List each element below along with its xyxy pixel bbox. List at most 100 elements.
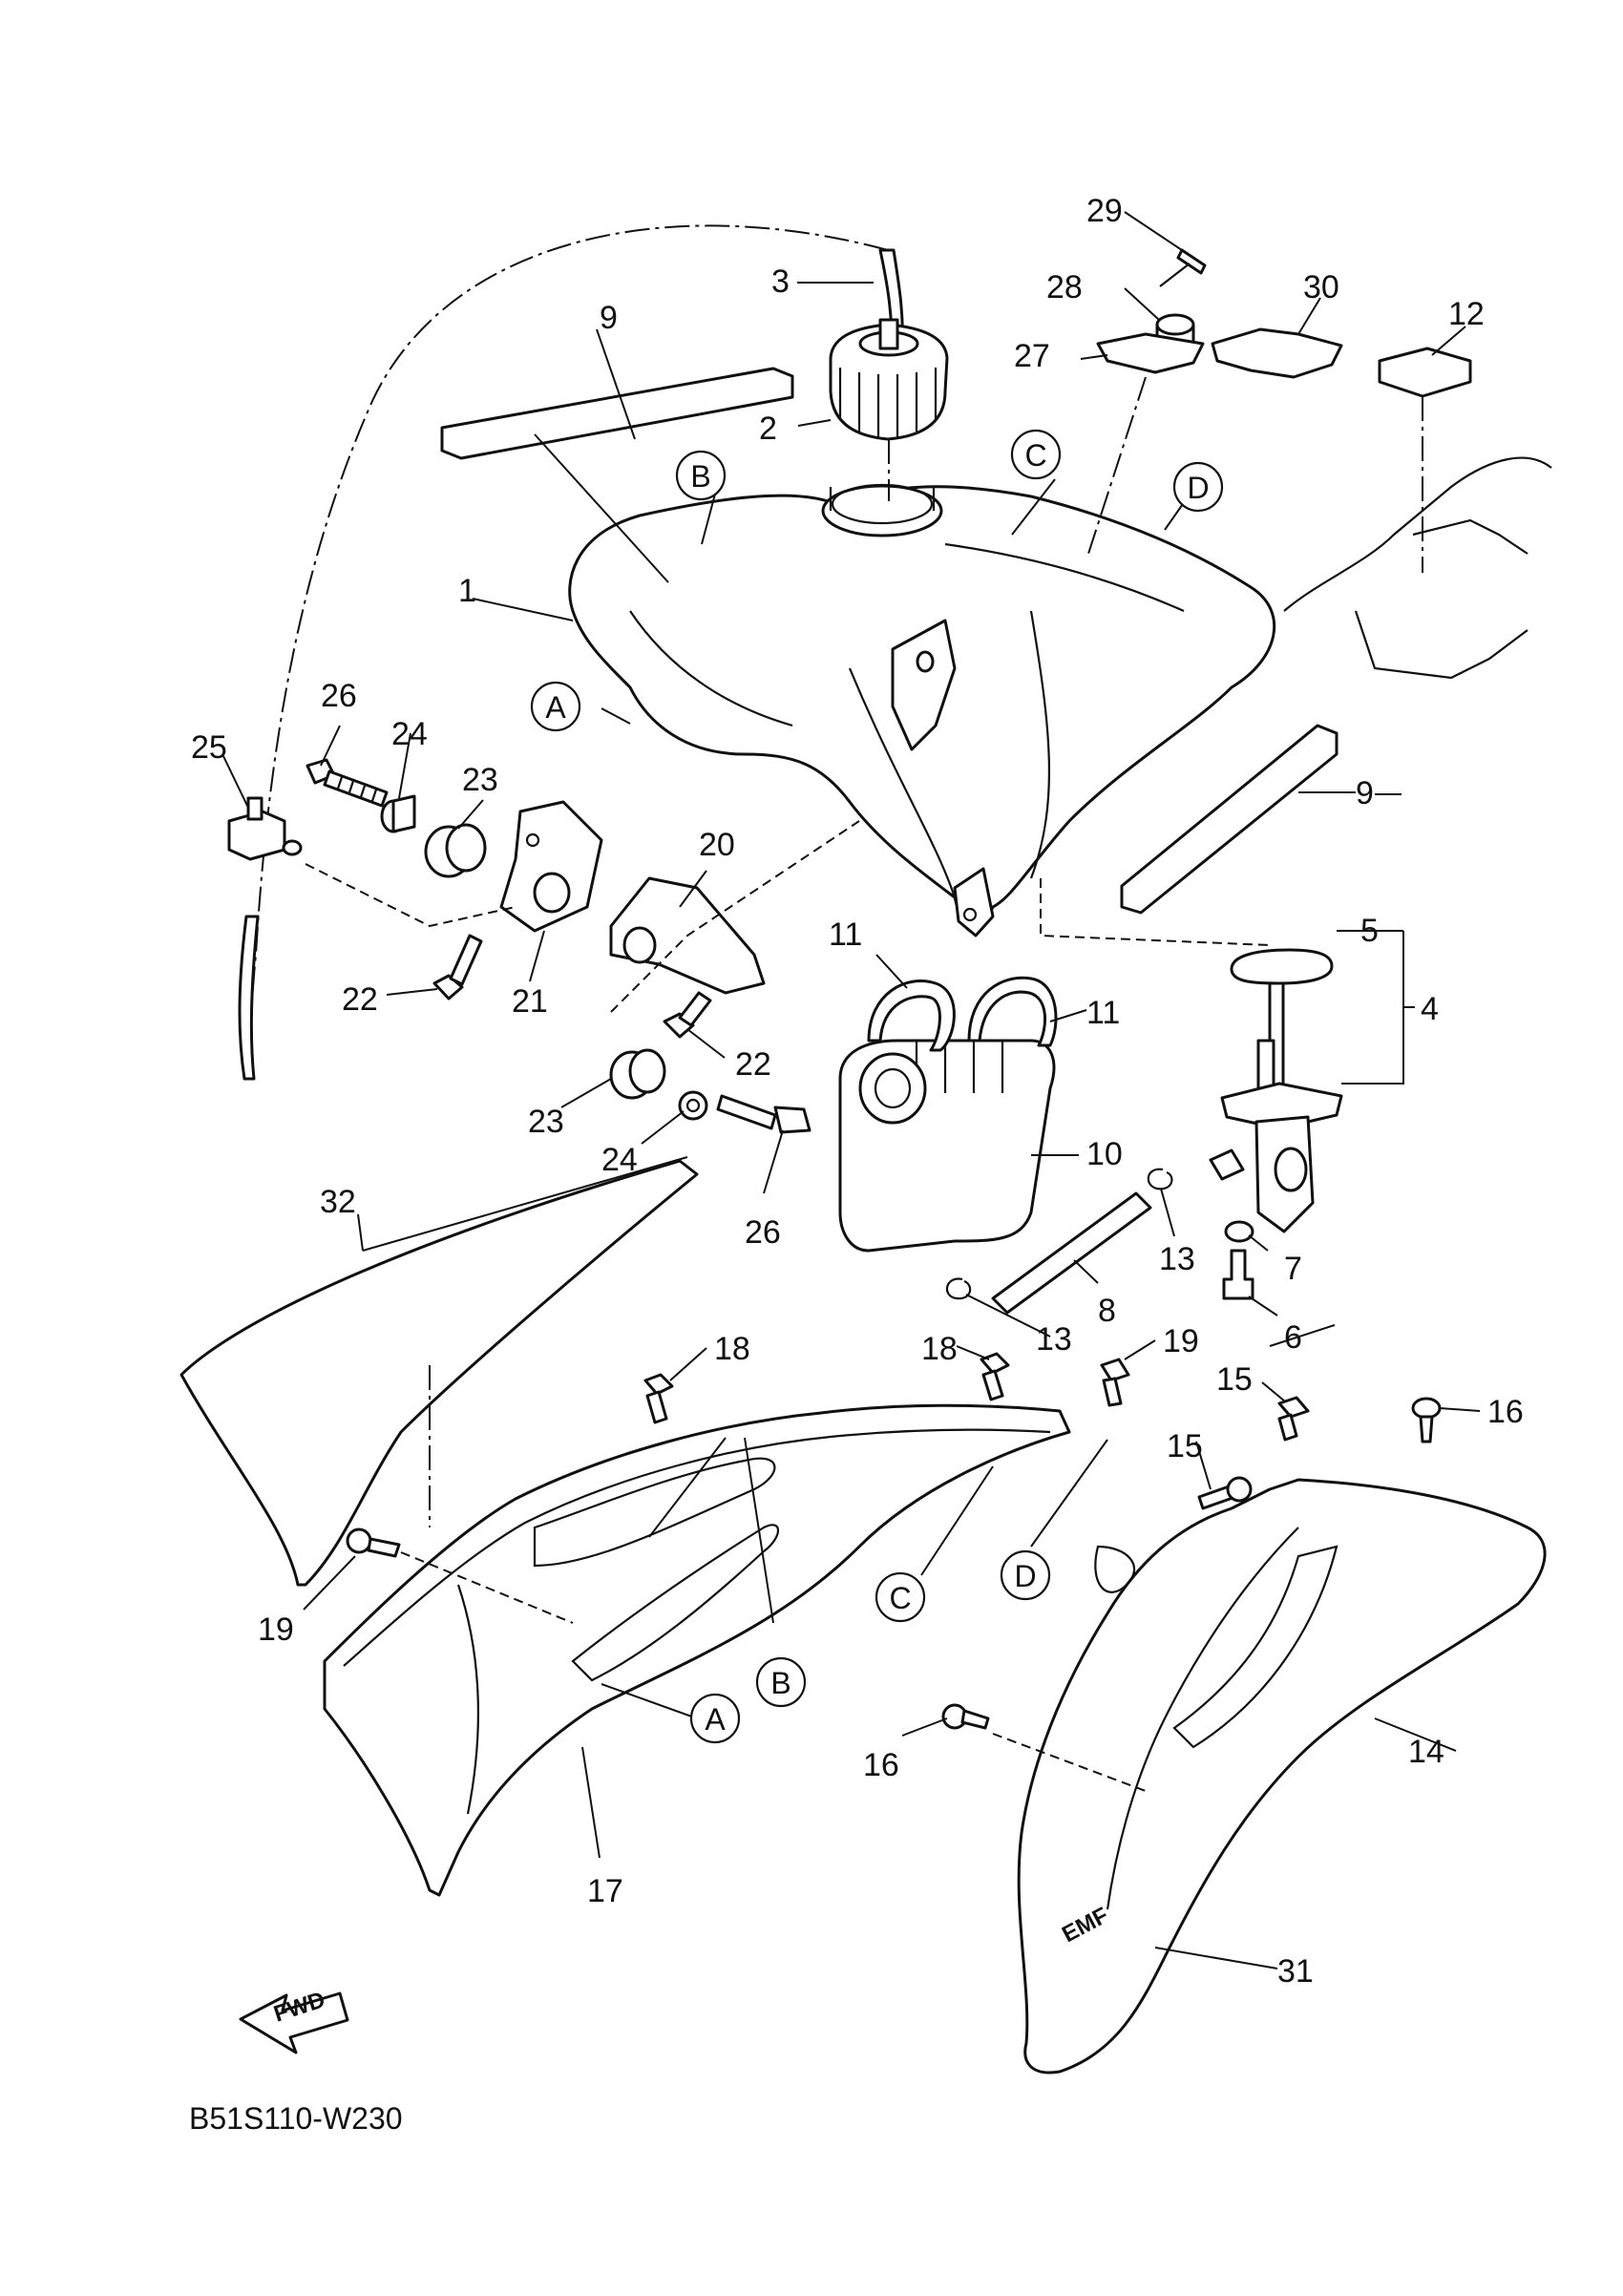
ref-b-lower: B xyxy=(755,1656,807,1708)
screw-19-right xyxy=(1100,1358,1130,1407)
callout-15b: 15 xyxy=(1167,1428,1203,1464)
callout-7: 7 xyxy=(1284,1251,1302,1287)
seal-9-upper xyxy=(440,367,794,460)
callout-11b: 11 xyxy=(1086,995,1120,1031)
callout-16a: 16 xyxy=(1487,1394,1524,1430)
chain-line-27 xyxy=(1087,376,1147,555)
callout-22b: 22 xyxy=(735,1046,771,1083)
bolt-22-right xyxy=(663,991,712,1039)
fitting-4 xyxy=(1209,1148,1245,1181)
svg-text:C: C xyxy=(1024,438,1046,473)
ref-b-upper: B xyxy=(675,450,727,501)
bolt-15-upper xyxy=(1277,1396,1310,1442)
grommet-23-upper xyxy=(424,823,487,878)
callout-28: 28 xyxy=(1046,269,1083,305)
grommet-23-lower xyxy=(609,1048,666,1100)
callout-32: 32 xyxy=(320,1184,356,1220)
clamp-25 xyxy=(227,796,303,861)
callout-24a: 24 xyxy=(391,716,428,752)
diagram-code: B51S110-W230 xyxy=(189,2101,403,2136)
fuel-cock-4 xyxy=(1220,981,1343,1233)
svg-text:D: D xyxy=(1187,471,1209,505)
bolt-22-left xyxy=(432,934,483,1001)
rivet-16-lower xyxy=(941,1703,990,1730)
screw-6 xyxy=(1222,1249,1254,1300)
gasket-5 xyxy=(1230,948,1334,985)
ref-d-upper: D xyxy=(1172,461,1224,513)
svg-text:C: C xyxy=(889,1581,911,1615)
callout-18b: 18 xyxy=(921,1331,958,1367)
callout-18a: 18 xyxy=(714,1331,750,1367)
ref-c-upper: C xyxy=(1010,429,1062,480)
ref-c-lower: C xyxy=(875,1571,926,1623)
callout-20: 20 xyxy=(699,827,735,863)
canister-10 xyxy=(838,1039,1056,1253)
collar-24-upper xyxy=(380,794,416,833)
callout-4: 4 xyxy=(1421,991,1439,1027)
reference-letters: A B C D A B C D xyxy=(530,429,1224,1744)
callout-27: 27 xyxy=(1014,338,1050,374)
callout-14: 14 xyxy=(1408,1734,1444,1770)
dash-line-20 xyxy=(610,820,860,1013)
callout-16b: 16 xyxy=(863,1747,899,1783)
callout-25: 25 xyxy=(191,729,227,766)
fuel-cap xyxy=(829,318,949,441)
seal-9-lower xyxy=(1120,724,1338,915)
parts-artwork xyxy=(179,224,1552,2075)
decal-32 xyxy=(179,1159,699,1587)
callout-29: 29 xyxy=(1086,193,1123,229)
callout-21: 21 xyxy=(512,983,548,1020)
clip-30 xyxy=(1211,327,1343,379)
svg-text:D: D xyxy=(1014,1559,1036,1593)
damper-12 xyxy=(1378,347,1472,398)
callout-23a: 23 xyxy=(462,762,498,798)
washer-7 xyxy=(1224,1220,1254,1243)
ref-a-upper: A xyxy=(530,681,581,732)
callout-17: 17 xyxy=(587,1873,623,1909)
rivet-16-upper xyxy=(1411,1397,1442,1443)
callout-1: 1 xyxy=(458,573,476,609)
dash-line-19 xyxy=(400,1551,574,1624)
callout-5: 5 xyxy=(1360,913,1379,949)
clip-13-upper xyxy=(1147,1168,1173,1190)
callout-2: 2 xyxy=(759,411,777,447)
callout-12: 12 xyxy=(1448,296,1485,332)
callout-31: 31 xyxy=(1277,1953,1314,1990)
callout-15a: 15 xyxy=(1216,1361,1253,1398)
side-cover-17 xyxy=(323,1403,1071,1897)
svg-text:A: A xyxy=(705,1702,726,1737)
callout-3: 3 xyxy=(771,263,790,300)
callout-30: 30 xyxy=(1303,269,1339,305)
callout-9b: 9 xyxy=(1356,775,1374,811)
screw-29 xyxy=(1159,248,1207,287)
bracket-27 xyxy=(1096,332,1205,374)
ref-a-lower: A xyxy=(689,1693,741,1744)
callout-23b: 23 xyxy=(528,1104,564,1140)
bolt-26-upper xyxy=(306,758,389,808)
bolt-26-lower xyxy=(716,1094,812,1134)
callout-13a: 13 xyxy=(1159,1241,1195,1277)
frame-fragment xyxy=(1283,456,1552,680)
collar-24-lower xyxy=(678,1090,708,1121)
fuel-tank xyxy=(568,483,1276,937)
ref-d-lower: D xyxy=(1000,1549,1051,1601)
part-callouts: 1 2 3 4 5 6 7 8 9 9 10 11 11 12 13 13 14… xyxy=(191,193,1524,1990)
callout-9a: 9 xyxy=(600,300,618,336)
callout-26a: 26 xyxy=(321,678,357,714)
bolt-18-right xyxy=(980,1352,1010,1401)
dash-line-fuelcock xyxy=(1040,878,1271,946)
side-cover-14 xyxy=(1017,1478,1547,2075)
leader-lines xyxy=(221,211,1481,1970)
dash-line-16 xyxy=(992,1733,1147,1792)
callout-8: 8 xyxy=(1098,1293,1116,1329)
strap-11-right xyxy=(967,976,1058,1047)
callout-10: 10 xyxy=(1086,1136,1123,1172)
callout-13b: 13 xyxy=(1036,1321,1072,1358)
callout-6: 6 xyxy=(1284,1319,1302,1356)
callout-22a: 22 xyxy=(342,981,378,1018)
svg-text:B: B xyxy=(770,1666,790,1700)
svg-text:B: B xyxy=(690,459,710,494)
callout-11a: 11 xyxy=(829,916,862,953)
callout-24b: 24 xyxy=(601,1142,638,1178)
